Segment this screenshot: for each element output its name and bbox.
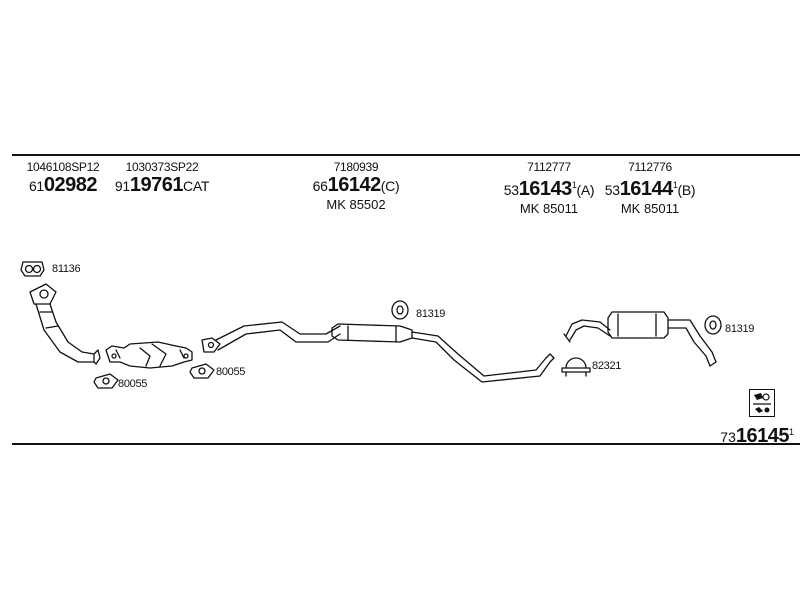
mounting-kit-icon[interactable] [749,389,775,417]
middle-pipe-icon [201,321,555,383]
callout-82321[interactable]: 82321 [592,360,622,372]
part-ref: 1046108SP12 [26,160,100,174]
part-number: 53161431(A) [503,178,595,200]
part-ref: 1030373SP22 [125,160,199,174]
manifold-pipe-icon [29,283,101,365]
mounting-kit-ref: MK 85011 [519,201,579,216]
part-label-rear-silencer-a[interactable]: 7112777 53161431(A) MK 85011 [494,160,604,217]
part-number: 6616142(C) [312,174,400,196]
mounting-kit-ref: MK 85502 [326,197,386,212]
part-label-middle-silencer[interactable]: 7180939 6616142(C) MK 85502 [300,160,412,213]
top-rule [12,154,800,156]
gasket-81136-icon [20,261,45,277]
mounting-kit-ref: MK 85011 [620,201,680,216]
rubber-hanger-81319-a-icon [391,300,409,320]
callout-80055-a[interactable]: 80055 [118,378,148,390]
callout-80055-b[interactable]: 80055 [216,366,246,378]
part-ref: 7112776 [628,160,672,174]
bottom-rule [12,443,800,445]
catalytic-converter-icon [105,341,193,369]
rear-silencer-icon [563,311,717,367]
callout-81319-a[interactable]: 81319 [416,308,446,320]
rubber-hanger-81319-b-icon [704,315,722,335]
part-label-manifold[interactable]: 1046108SP12 6102982 [22,160,104,197]
part-number: 6102982 [28,174,98,196]
part-number: 9119761CAT [114,174,210,196]
callout-81319-b[interactable]: 81319 [725,323,755,335]
clamp-82321-icon [561,357,591,377]
part-number: 53161441(B) [604,178,696,200]
callout-81136[interactable]: 81136 [52,263,81,275]
complete-system-number[interactable]: 73161451 [720,425,794,447]
part-label-catalytic-converter[interactable]: 1030373SP22 9119761CAT [112,160,212,197]
part-label-rear-silencer-b[interactable]: 7112776 53161441(B) MK 85011 [600,160,700,217]
gasket-80055-a-icon [93,373,119,389]
part-ref: 7180939 [333,160,379,174]
part-ref: 7112777 [527,160,571,174]
gasket-80055-b-icon [189,363,215,379]
